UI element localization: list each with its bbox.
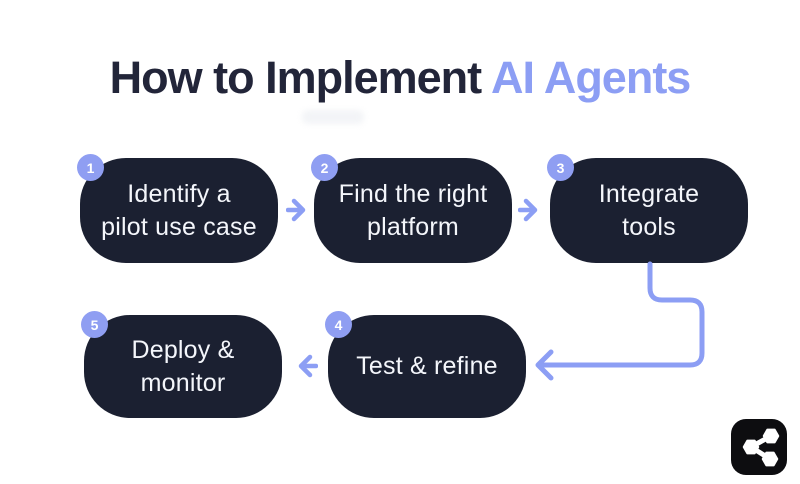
step-1-number-badge: 1 — [77, 154, 104, 181]
share-button[interactable] — [731, 419, 787, 475]
step-5-number-badge: 5 — [81, 311, 108, 338]
step-5-label: Deploy & monitor — [131, 335, 235, 397]
step-box-3: 3 Integrate tools — [547, 154, 748, 263]
step-box-5: 5 Deploy & monitor — [81, 311, 282, 418]
step-1-label: Identify a pilot use case — [101, 179, 257, 241]
step-3-number-badge: 3 — [547, 154, 574, 181]
arrow-right-icon — [286, 198, 306, 222]
step-2-number-badge: 2 — [311, 154, 338, 181]
step-4-label: Test & refine — [356, 352, 498, 380]
step-4-number-badge: 4 — [325, 311, 352, 338]
faint-watermark-smudge — [302, 110, 364, 124]
step-box-2: 2 Find the right platform — [311, 154, 512, 263]
step-box-4: 4 Test & refine — [325, 311, 526, 418]
page-title: How to Implement AI Agents — [0, 50, 800, 106]
share-network-icon — [742, 428, 780, 467]
step-box-1: 1 Identify a pilot use case — [77, 154, 278, 263]
title-dark-text: How to Implement — [109, 52, 491, 103]
arrow-left-icon — [298, 354, 318, 378]
step-3-label: Integrate tools — [598, 179, 700, 241]
arrow-right-icon — [518, 198, 538, 222]
title-accent-text: AI Agents — [490, 52, 691, 103]
step-2-label: Find the right platform — [338, 179, 488, 241]
